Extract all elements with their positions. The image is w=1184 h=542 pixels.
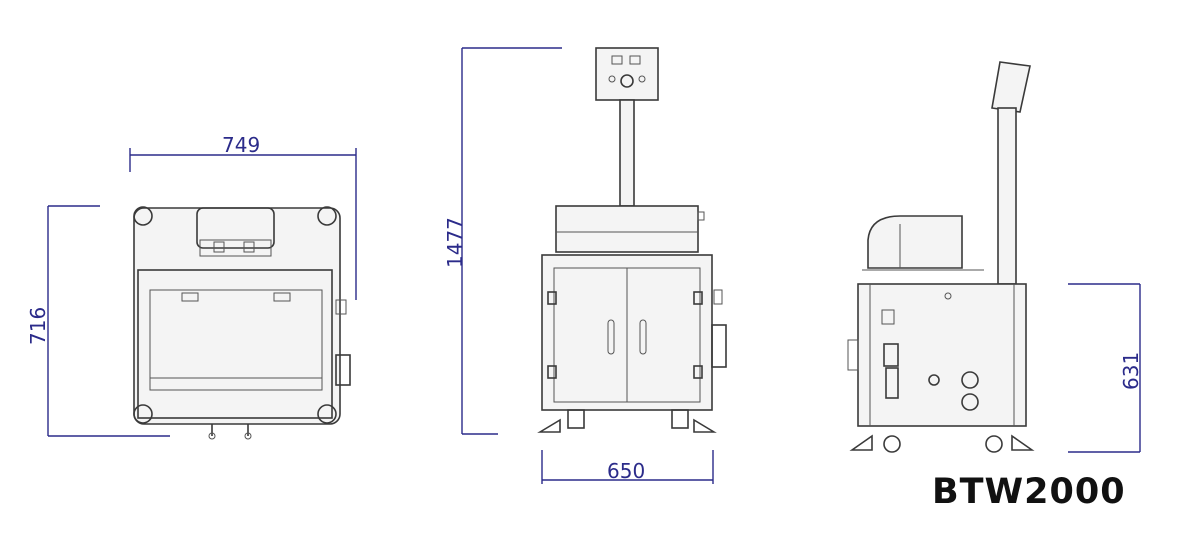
dim-label-749: 749	[222, 133, 260, 157]
top-view	[133, 206, 351, 440]
dim-label-716: 716	[26, 307, 50, 345]
dimension-front-height: 1477	[443, 47, 562, 435]
dimension-top-depth: 716	[26, 205, 170, 437]
dimension-side-height: 631	[1068, 283, 1143, 453]
side-view	[847, 61, 1035, 453]
dim-label-1477: 1477	[443, 217, 467, 268]
front-view	[537, 47, 727, 433]
dimension-front-width: 650	[541, 450, 714, 484]
model-name: BTW2000	[932, 472, 1126, 512]
dim-label-631: 631	[1119, 352, 1143, 390]
dimension-top-width: 749	[129, 133, 357, 300]
dim-label-650: 650	[607, 459, 645, 483]
